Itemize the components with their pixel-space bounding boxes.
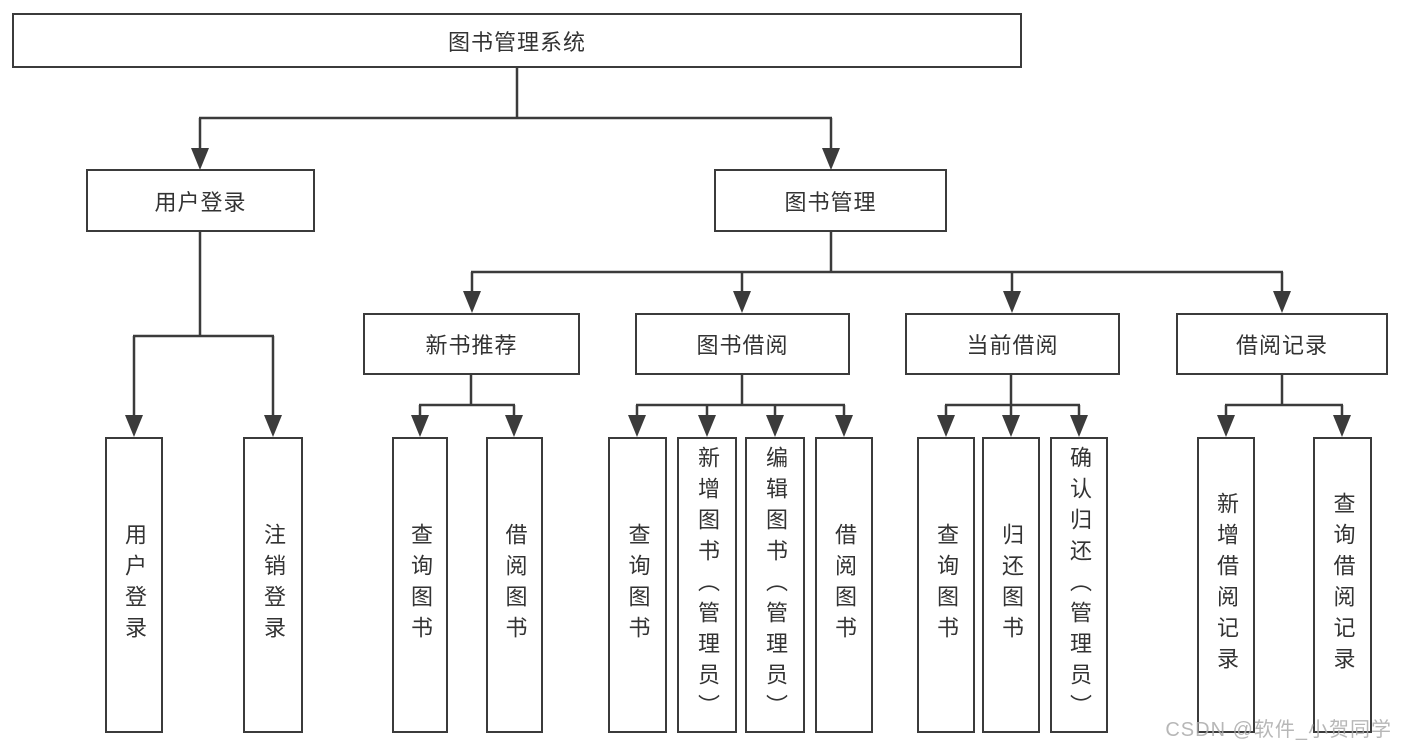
connector-current-borrowing-to-children [937,375,1088,437]
arrowhead-icon [835,415,853,437]
node-add-borrow-record: 新增借阅记录 [1197,437,1255,733]
node-query-books-borrowing: 查询图书 [608,437,667,733]
arrowhead-icon [733,291,751,313]
node-label: 查询图书 [934,523,959,647]
node-query-borrow-record: 查询借阅记录 [1313,437,1372,733]
node-book-management: 图书管理 [714,169,947,232]
arrowhead-icon [125,415,143,437]
node-return-books: 归还图书 [982,437,1040,733]
node-borrow-books: 借阅图书 [815,437,873,733]
node-label: 图书管理 [784,189,877,215]
node-add-book-admin: 新增图书（管理员） [677,437,737,733]
arrowhead-icon [411,415,429,437]
node-borrowing-records: 借阅记录 [1176,313,1388,375]
arrowhead-icon [628,415,646,437]
node-query-books-recommendation: 查询图书 [392,437,448,733]
connector-book-borrowing-to-children [628,375,853,437]
node-user-login-module: 用户登录 [86,169,315,232]
connector-user-login-to-children [125,232,282,437]
node-query-books-current: 查询图书 [917,437,975,733]
node-label: 图书管理系统 [447,29,586,55]
connector-new-book-recommendation-to-children [411,375,523,437]
node-library-management-system: 图书管理系统 [12,13,1022,68]
arrowhead-icon [1070,415,1088,437]
node-label: 图书借阅 [696,333,789,358]
arrowhead-icon [1002,415,1020,437]
node-confirm-return-admin: 确认归还（管理员） [1050,437,1108,733]
csdn-watermark: CSDN @软件_小贺同学 [1165,719,1392,741]
arrowhead-icon [505,415,523,437]
connector-book-management-to-level3 [463,232,1291,313]
node-label: 借阅图书 [832,523,857,647]
node-label: 用户登录 [122,523,147,647]
node-label: 确认归还（管理员） [1067,445,1092,725]
arrowhead-icon [937,415,955,437]
node-label: 新书推荐 [425,333,518,358]
node-label: 新增图书（管理员） [695,445,720,725]
node-user-login: 用户登录 [105,437,163,733]
arrowhead-icon [1003,291,1021,313]
arrowhead-icon [1273,291,1291,313]
node-label: 新增借阅记录 [1214,492,1239,678]
node-label: 用户登录 [154,189,247,215]
arrowhead-icon [1217,415,1235,437]
node-current-borrowing: 当前借阅 [905,313,1120,375]
node-label: 当前借阅 [966,333,1059,358]
node-edit-book-admin: 编辑图书（管理员） [745,437,805,733]
node-borrow-books-recommendation: 借阅图书 [486,437,543,733]
connector-root-to-level2 [191,68,840,170]
arrowhead-icon [822,148,840,170]
node-label: 编辑图书（管理员） [763,445,788,725]
node-label: 查询图书 [625,523,651,647]
connector-borrowing-records-to-children [1217,375,1351,437]
node-label: 借阅图书 [502,523,528,647]
node-label: 借阅记录 [1235,333,1328,358]
arrowhead-icon [1333,415,1351,437]
node-logout: 注销登录 [243,437,303,733]
arrowhead-icon [264,415,282,437]
node-label: 查询借阅记录 [1330,492,1356,678]
arrowhead-icon [191,148,209,170]
node-label: 查询图书 [408,523,433,647]
node-book-borrowing: 图书借阅 [635,313,850,375]
arrowhead-icon [698,415,716,437]
node-label: 注销登录 [261,523,286,647]
arrowhead-icon [463,291,481,313]
arrowhead-icon [766,415,784,437]
node-label: 归还图书 [999,523,1024,647]
node-new-book-recommendation: 新书推荐 [363,313,580,375]
